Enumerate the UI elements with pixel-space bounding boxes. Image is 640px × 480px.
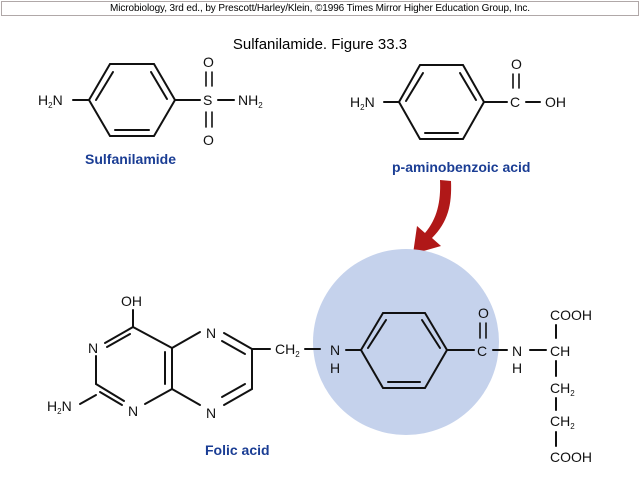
sulfanilamide-structure: H2N S NH2 O O Sulfanilamide [38, 54, 263, 167]
folic-n8-label: N [206, 405, 216, 421]
paba-highlight-circle [313, 249, 499, 435]
folic-amide-o-label: O [478, 305, 489, 321]
folic-nh-h-label: H [330, 360, 340, 376]
paba-name-label: p-aminobenzoic acid [392, 159, 530, 175]
folic-h2n-label: H2N [47, 398, 72, 416]
folic-bond [221, 383, 246, 398]
folic-amide-h-label: H [512, 360, 522, 376]
paba-c-atom: C [510, 94, 520, 110]
folic-bond [95, 383, 125, 402]
paba-ring-double-bond [405, 72, 424, 102]
folic-bond [99, 391, 123, 406]
folic-ring-double-bond [421, 319, 441, 349]
sulfanilamide-s-atom: S [203, 92, 212, 108]
folic-bond [132, 326, 173, 349]
credit-bar: Microbiology, 3rd ed., by Prescott/Harle… [1, 1, 639, 16]
paba-oh-label: OH [545, 94, 566, 110]
folic-oh-label: OH [121, 293, 142, 309]
folic-bond [104, 326, 134, 344]
sulfanilamide-nh2-label: NH2 [238, 92, 263, 110]
folic-bond [223, 388, 253, 406]
sulfanilamide-h2n-label: H2N [38, 92, 63, 110]
folic-bond [171, 388, 201, 406]
folic-ch2-label: CH2 [275, 341, 300, 359]
paba-h2n-label: H2N [350, 94, 375, 112]
folic-nh-n-label: N [330, 342, 340, 358]
folic-bond [171, 331, 201, 349]
folic-amide-c-label: C [477, 343, 487, 359]
sulfanilamide-o-top: O [203, 54, 214, 70]
sulfanilamide-o-bottom: O [203, 132, 214, 148]
sulfanilamide-ring-double-bond [150, 71, 168, 100]
sulfanilamide-ring-double-bond [95, 71, 114, 101]
folic-n3-label: N [88, 340, 98, 356]
paba-o-atom: O [511, 56, 522, 72]
folic-n5-label: N [206, 325, 216, 341]
folic-ch2a-label: CH2 [550, 380, 575, 398]
sulfanilamide-name-label: Sulfanilamide [85, 151, 176, 167]
folic-cooh-bottom-label: COOH [550, 449, 592, 465]
sulfanilamide-benzene-ring [87, 63, 177, 137]
folic-bond [79, 394, 97, 405]
folic-acid-structure: OH N N N N H2N CH2 N H C O N H COOH CH C… [47, 293, 592, 465]
folic-bond [144, 388, 173, 405]
folic-cooh-top-label: COOH [550, 307, 592, 323]
folic-ch2b-label: CH2 [550, 413, 575, 431]
folic-bond [223, 332, 253, 350]
folic-acid-name-label: Folic acid [205, 442, 270, 458]
paba-benzene-ring [397, 64, 486, 140]
figure-title: Sulfanilamide. Figure 33.3 [232, 36, 408, 53]
folic-amide-n-label: N [512, 343, 522, 359]
paba-structure: H2N C OH O p-aminobenzoic acid [350, 56, 566, 175]
folic-ring-double-bond [367, 319, 387, 349]
paba-ring-double-bond [459, 72, 477, 101]
incorporation-arrow-icon [413, 180, 452, 254]
folic-n1-label: N [128, 403, 138, 419]
folic-bond [221, 340, 246, 355]
folic-bond [106, 333, 131, 348]
folic-ch-label: CH [550, 343, 570, 359]
